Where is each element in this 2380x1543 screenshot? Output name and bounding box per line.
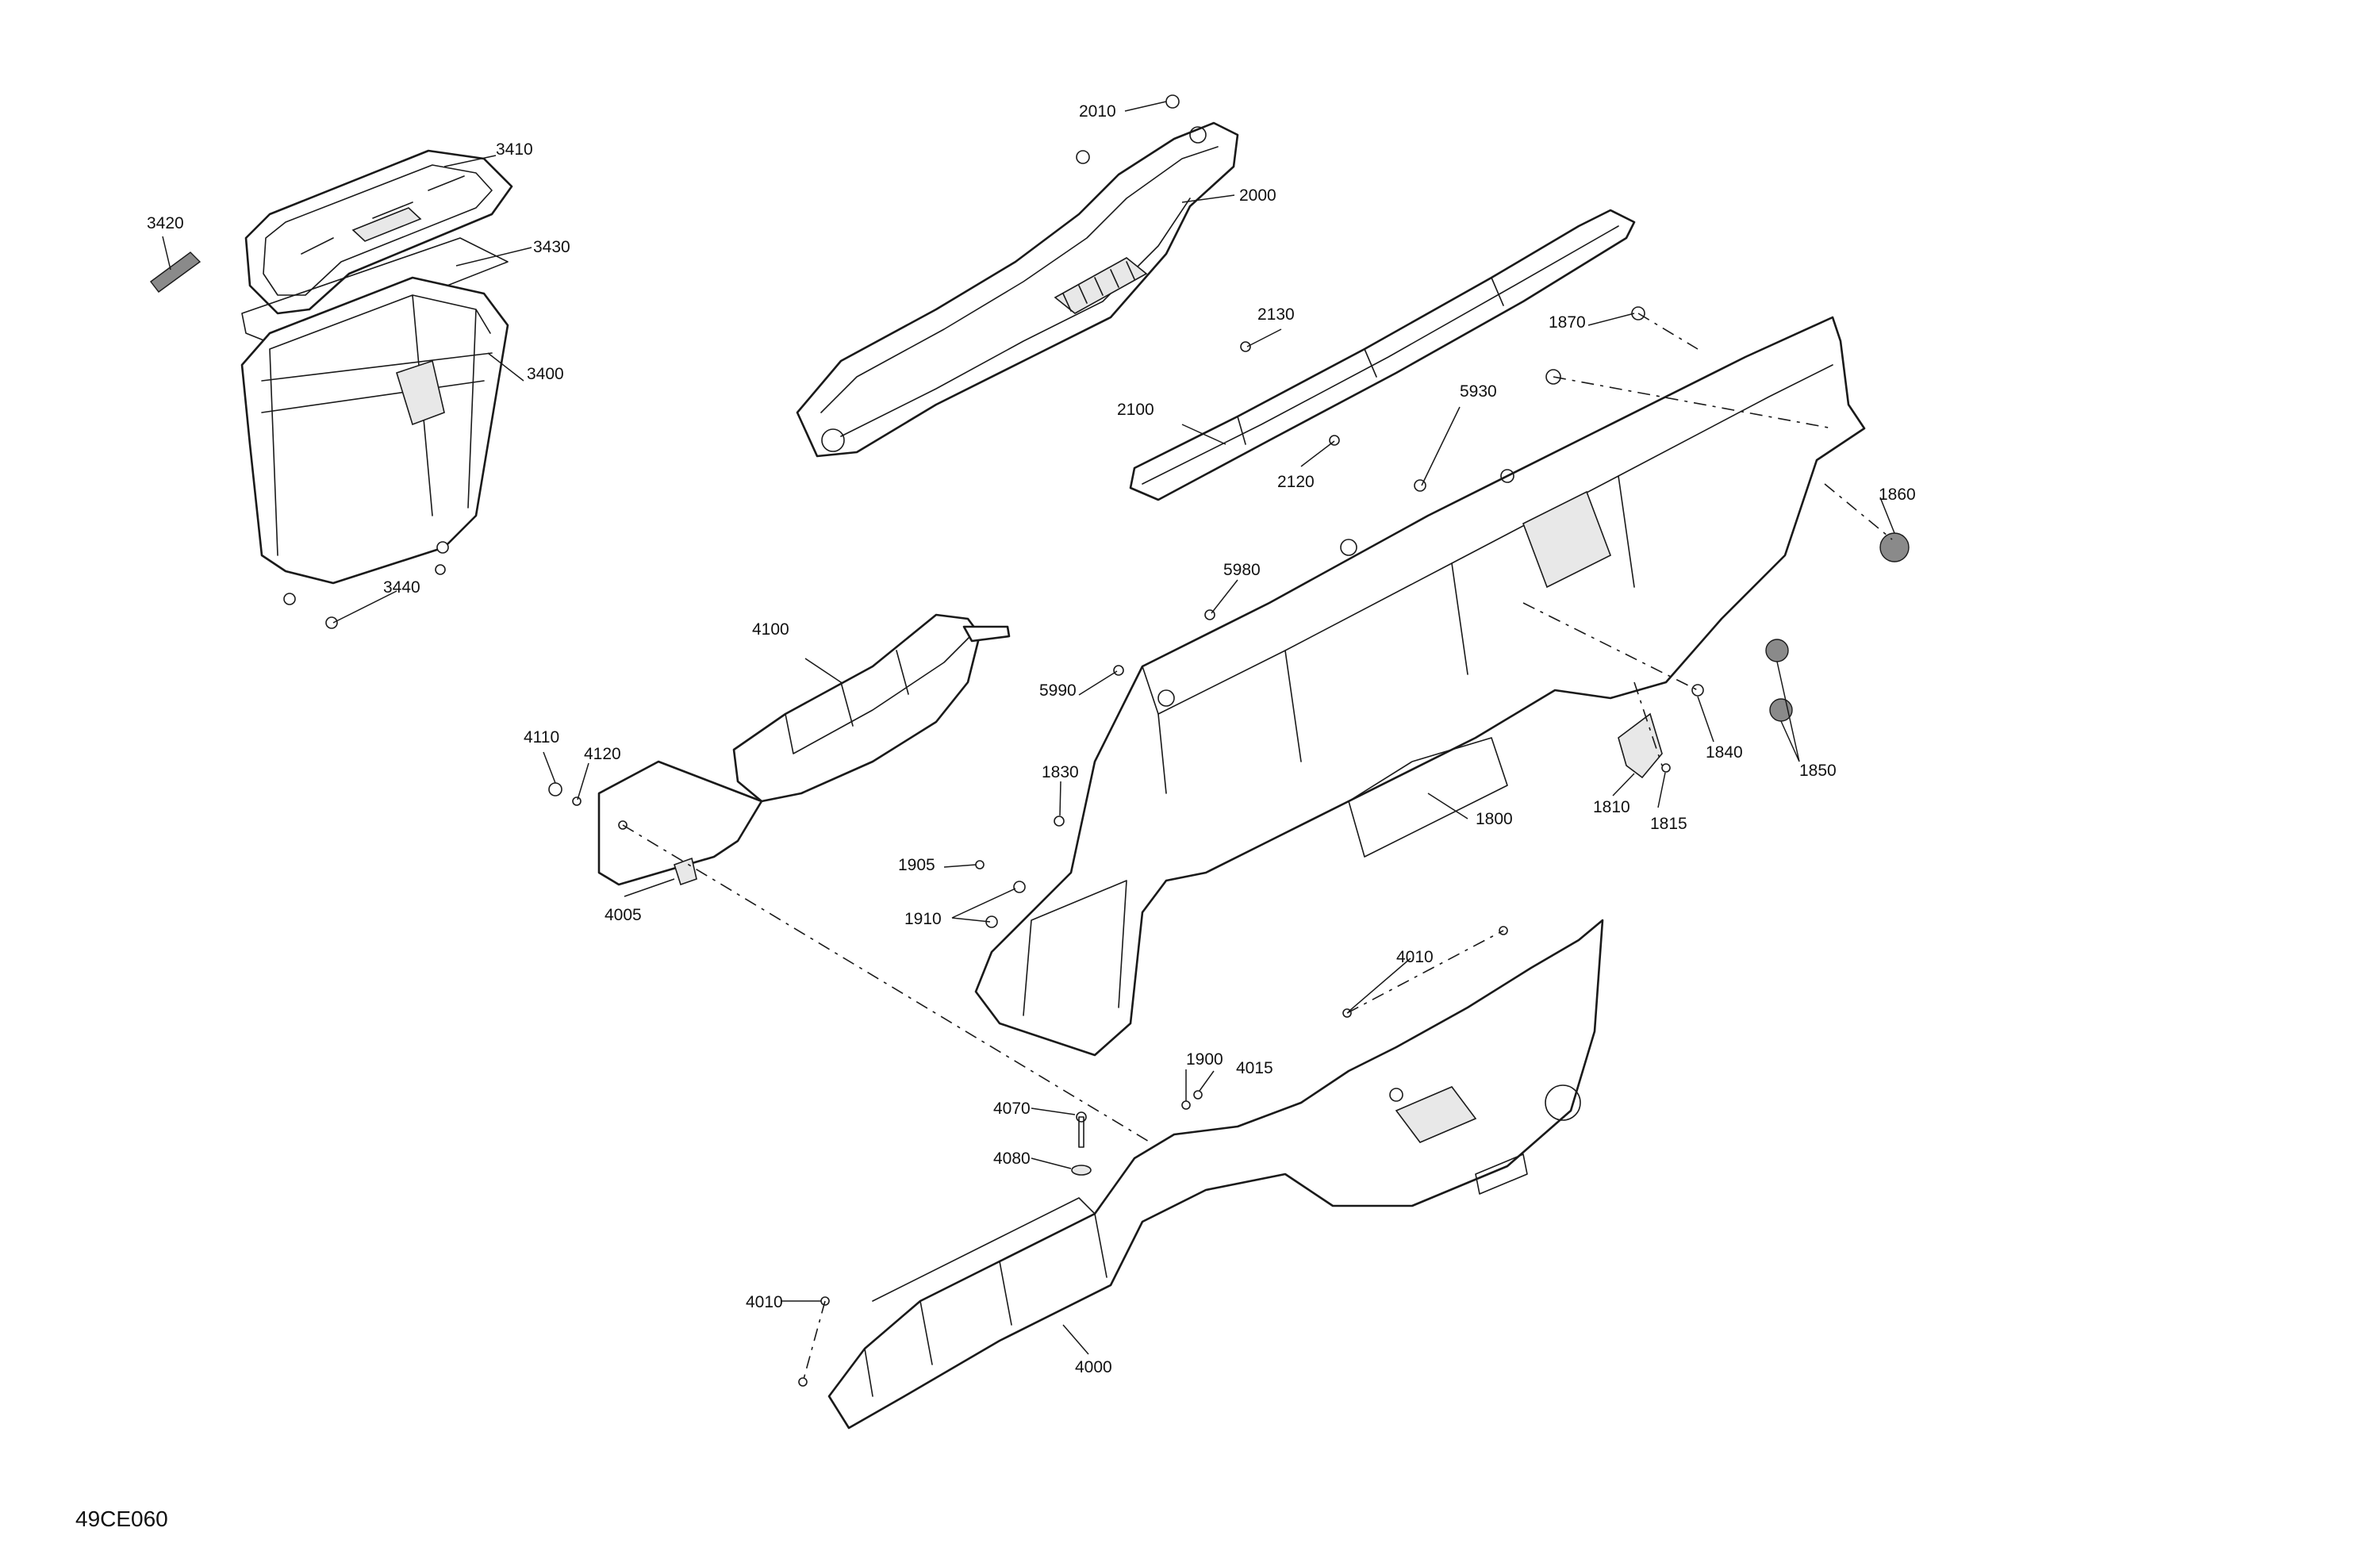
label-3400: 3400 bbox=[527, 365, 564, 383]
label-3410: 3410 bbox=[496, 140, 533, 159]
part-4005-clip[interactable] bbox=[674, 857, 697, 886]
callout-labels: 3410 3420 3430 3400 3440 2010 2000 2130 … bbox=[147, 102, 1916, 1376]
label-2000: 2000 bbox=[1239, 186, 1276, 205]
label-1800: 1800 bbox=[1476, 810, 1513, 828]
part-4015-screw[interactable] bbox=[1193, 1090, 1203, 1100]
part-2010-screw[interactable] bbox=[1165, 94, 1180, 109]
label-5990: 5990 bbox=[1039, 681, 1077, 700]
part-4110-clip[interactable] bbox=[548, 782, 562, 796]
part-1840-clip[interactable] bbox=[1691, 684, 1704, 697]
label-1840: 1840 bbox=[1706, 743, 1743, 762]
label-3420: 3420 bbox=[147, 214, 184, 232]
label-5980: 5980 bbox=[1223, 561, 1261, 579]
label-4005: 4005 bbox=[605, 906, 642, 924]
label-1910: 1910 bbox=[904, 910, 942, 928]
part-4000-lower-panel[interactable] bbox=[827, 919, 1604, 1430]
duct-assembly bbox=[548, 613, 1011, 886]
part-3400-storage-box[interactable] bbox=[240, 276, 509, 585]
label-1905: 1905 bbox=[898, 856, 935, 874]
part-1860-cap[interactable] bbox=[1879, 532, 1910, 562]
part-1815-screw[interactable] bbox=[1661, 763, 1671, 773]
part-3440-nut[interactable] bbox=[436, 541, 449, 554]
part-1850-bushing[interactable] bbox=[1769, 698, 1793, 722]
part-3440-nut[interactable] bbox=[435, 564, 446, 575]
label-4100: 4100 bbox=[752, 620, 789, 639]
part-2010-screw[interactable] bbox=[1076, 150, 1090, 164]
part-3440-nut[interactable] bbox=[325, 616, 338, 629]
part-3420-handle[interactable] bbox=[150, 251, 202, 293]
label-2010: 2010 bbox=[1079, 102, 1116, 121]
label-1860: 1860 bbox=[1879, 486, 1916, 504]
drawing-reference: 49CE060 bbox=[75, 1507, 168, 1531]
label-2130: 2130 bbox=[1257, 305, 1295, 324]
part-4080-washer[interactable] bbox=[1071, 1165, 1092, 1176]
main-frame-assembly bbox=[974, 306, 1910, 1057]
lower-panel-assembly bbox=[798, 919, 1604, 1430]
label-4015: 4015 bbox=[1236, 1059, 1273, 1077]
label-1900: 1900 bbox=[1186, 1050, 1223, 1069]
part-1905-screw[interactable] bbox=[975, 860, 985, 869]
side-panel-assembly bbox=[796, 94, 1239, 458]
storage-box-assembly bbox=[150, 149, 513, 629]
part-1830-screw[interactable] bbox=[1054, 816, 1065, 827]
label-4110: 4110 bbox=[524, 728, 559, 747]
label-1815: 1815 bbox=[1650, 815, 1687, 833]
label-1870: 1870 bbox=[1549, 313, 1586, 332]
label-2100: 2100 bbox=[1117, 401, 1154, 419]
label-1810: 1810 bbox=[1593, 798, 1630, 816]
rail-assembly bbox=[1129, 209, 1636, 501]
part-1810-bracket[interactable] bbox=[1618, 712, 1663, 779]
assembly-lines bbox=[622, 313, 1893, 1383]
leader-lines bbox=[162, 101, 1895, 1355]
part-4100-duct[interactable] bbox=[732, 613, 981, 803]
label-3430: 3430 bbox=[533, 238, 570, 256]
label-4010-lower: 4010 bbox=[746, 1293, 783, 1311]
label-1830: 1830 bbox=[1042, 763, 1079, 781]
label-1850: 1850 bbox=[1799, 762, 1837, 780]
part-3440-nut[interactable] bbox=[283, 593, 296, 605]
part-2130-clip[interactable] bbox=[1240, 341, 1251, 352]
label-3440: 3440 bbox=[383, 578, 420, 597]
part-1910-nut[interactable] bbox=[1013, 881, 1026, 893]
label-4000: 4000 bbox=[1075, 1358, 1112, 1376]
part-1900-screw[interactable] bbox=[1181, 1100, 1191, 1110]
part-4010-screw[interactable] bbox=[798, 1377, 808, 1387]
part-1800-frame[interactable] bbox=[974, 316, 1866, 1057]
label-5930: 5930 bbox=[1460, 382, 1497, 401]
label-4120: 4120 bbox=[584, 745, 621, 763]
part-2000-panel[interactable] bbox=[796, 121, 1239, 458]
label-4010-upper: 4010 bbox=[1396, 948, 1434, 966]
label-2120: 2120 bbox=[1277, 473, 1315, 491]
part-4120-clip[interactable] bbox=[572, 796, 582, 806]
label-4070: 4070 bbox=[993, 1100, 1031, 1118]
part-1850-bushing[interactable] bbox=[1765, 639, 1789, 662]
part-5990-screw[interactable] bbox=[1113, 665, 1124, 676]
label-4080: 4080 bbox=[993, 1150, 1031, 1168]
